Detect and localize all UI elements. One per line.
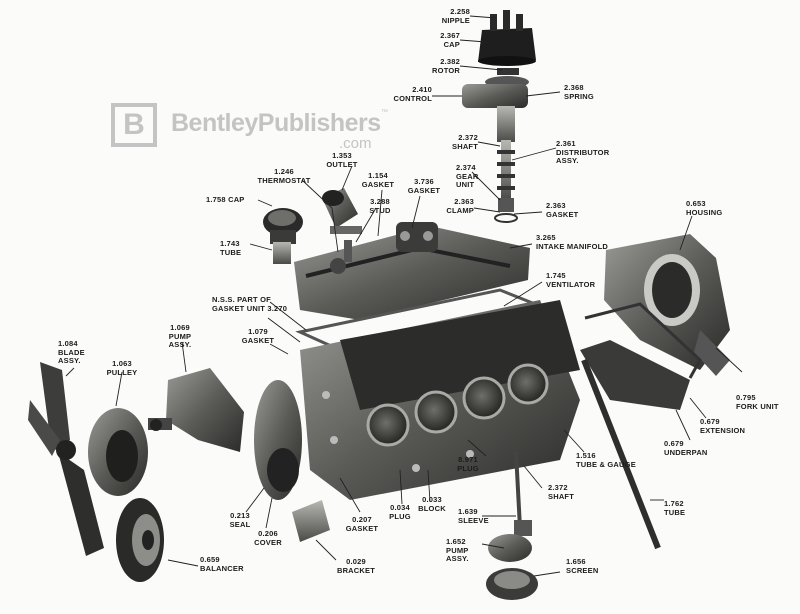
dipstick-tube (581, 358, 661, 550)
bentley-publishers-watermark: B BentleyPublishers ™ .com (111, 103, 396, 153)
label-cap-1758: 1.758 CAP (206, 195, 245, 204)
distributor-assembly (462, 76, 529, 223)
leader-lines (65, 15, 743, 577)
intake-manifold (294, 222, 530, 320)
distributor-rotor (497, 68, 519, 75)
watermark-trademark: ™ (381, 109, 388, 116)
fan-blade (28, 362, 104, 556)
underpan (580, 340, 690, 410)
oil-filler-cap (263, 208, 303, 264)
engine-block (300, 300, 580, 500)
harmonic-balancer (116, 498, 164, 582)
water-pump-pulley (88, 408, 148, 496)
water-pump (148, 368, 244, 452)
distributor-cap (478, 10, 536, 66)
engine-bracket (292, 500, 330, 542)
watermark-domain: .com (339, 135, 372, 152)
watermark-name: BentleyPublishers (171, 109, 381, 137)
bellhousing (604, 234, 730, 376)
oil-pump-assembly (486, 451, 538, 600)
timing-cover (254, 380, 302, 500)
bentley-logo: B (111, 103, 157, 147)
water-outlet (322, 188, 362, 234)
